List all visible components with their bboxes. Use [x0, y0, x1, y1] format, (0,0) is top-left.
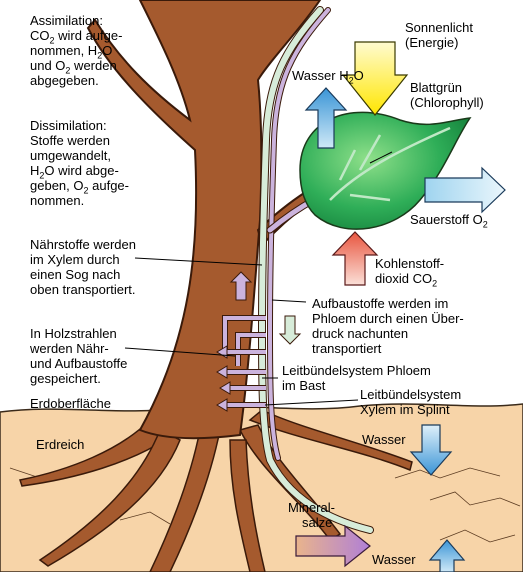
sunlight-l2: (Energie) — [405, 35, 473, 50]
chlorophyll-label: Blattgrün (Chlorophyll) — [410, 80, 484, 110]
xylem-transport-label: Nährstoffe werden im Xylem durch einen S… — [30, 237, 170, 297]
dissimilation-text: Dissimilation: Stoffe werden umgewandelt… — [30, 118, 160, 208]
phloem-transport-l2: Phloem durch einen Über- — [312, 311, 522, 326]
phloem-transport-l3: druck nachunten — [312, 326, 522, 341]
assimilation-line2: CO2 wird aufge- — [30, 28, 160, 43]
wood-rays-l2: werden Nähr- — [30, 341, 150, 356]
co2-l1: Kohlenstoff- — [375, 256, 444, 271]
water-top-label: Wasser H2O — [292, 68, 364, 83]
mineral-l2: salze — [288, 515, 335, 530]
assim-l2-rest: wird aufge- — [55, 28, 123, 43]
mineral-l1: Mineral- — [288, 500, 335, 515]
mineral-salts-label: Mineral- salze — [288, 500, 335, 530]
water-ground-label: Wasser — [362, 432, 406, 447]
dissim-l4b: O wird abge- — [44, 163, 118, 178]
assimilation-line3: nommen, H2O — [30, 43, 160, 58]
co2-l2: dioxid CO2 — [375, 271, 444, 286]
dissim-l2: Stoffe werden — [30, 133, 160, 148]
soil-label: Erdreich — [36, 437, 84, 452]
assimilation-title: Assimilation: — [30, 13, 160, 28]
co2-arrow — [333, 232, 377, 285]
dissim-l4: H2O wird abge- — [30, 163, 160, 178]
water-top-b: O — [354, 68, 364, 83]
wood-rays-l4: gespeichert. — [30, 371, 150, 386]
chlorophyll-l1: Blattgrün — [410, 80, 484, 95]
assim-co2: CO — [30, 28, 50, 43]
co2-l2a: dioxid CO — [375, 271, 432, 286]
phloem-transport-l4: transportiert — [312, 341, 522, 356]
phloem-transport-label: Aufbaustoffe werden im Phloem durch eine… — [312, 296, 522, 356]
sunlight-l1: Sonnenlicht — [405, 20, 473, 35]
dissim-l5b: aufge- — [89, 178, 129, 193]
assim-l3b: O — [102, 43, 112, 58]
xylem-transport-l1: Nährstoffe werden — [30, 237, 170, 252]
wood-rays-l3: und Aufbaustoffe — [30, 356, 150, 371]
xylem-transport-l2: im Xylem durch — [30, 252, 170, 267]
water-top-a: Wasser H — [292, 68, 349, 83]
sunlight-label: Sonnenlicht (Energie) — [405, 20, 473, 50]
oxygen-label: Sauerstoff O2 — [410, 212, 488, 227]
dissim-l3: umgewandelt, — [30, 148, 160, 163]
co2-l2-sub: 2 — [432, 279, 437, 289]
xylem-transport-l4: oben transportiert. — [30, 282, 170, 297]
oxygen-sub: 2 — [483, 220, 488, 230]
water-bottom-label: Wasser — [372, 552, 416, 567]
dissim-l6: nommen. — [30, 193, 160, 208]
oxygen-a: Sauerstoff O — [410, 212, 483, 227]
assim-l4b: werden — [70, 58, 116, 73]
dissim-l4a: H — [30, 163, 39, 178]
dissim-l5: geben, O2 aufge- — [30, 178, 160, 193]
xylem-splint-l2: Xylem im Splint — [360, 402, 520, 417]
assim-l3a: nommen, H — [30, 43, 97, 58]
assim-l4a: und O — [30, 58, 65, 73]
dissimilation-title: Dissimilation: — [30, 118, 160, 133]
assimilation-line4: und O2 werden — [30, 58, 160, 73]
dissim-l5a: geben, O — [30, 178, 84, 193]
phloem-bast-l1: Leitbündelsystem Phloem — [282, 363, 482, 378]
xylem-splint-label: Leitbündelsystem Xylem im Splint — [360, 387, 520, 417]
assimilation-line5: abgegeben. — [30, 73, 160, 88]
wood-rays-l1: In Holzstrahlen — [30, 326, 150, 341]
phloem-transport-l1: Aufbaustoffe werden im — [312, 296, 522, 311]
xylem-transport-l3: einen Sog nach — [30, 267, 170, 282]
chlorophyll-l2: (Chlorophyll) — [410, 95, 484, 110]
co2-label: Kohlenstoff- dioxid CO2 — [375, 256, 444, 286]
assimilation-text: Assimilation: CO2 wird aufge- nommen, H2… — [30, 13, 160, 88]
ground-surface-label: Erdoberfläche — [30, 396, 111, 411]
wood-rays-label: In Holzstrahlen werden Nähr- und Aufbaus… — [30, 326, 150, 386]
xylem-splint-l1: Leitbündelsystem — [360, 387, 520, 402]
